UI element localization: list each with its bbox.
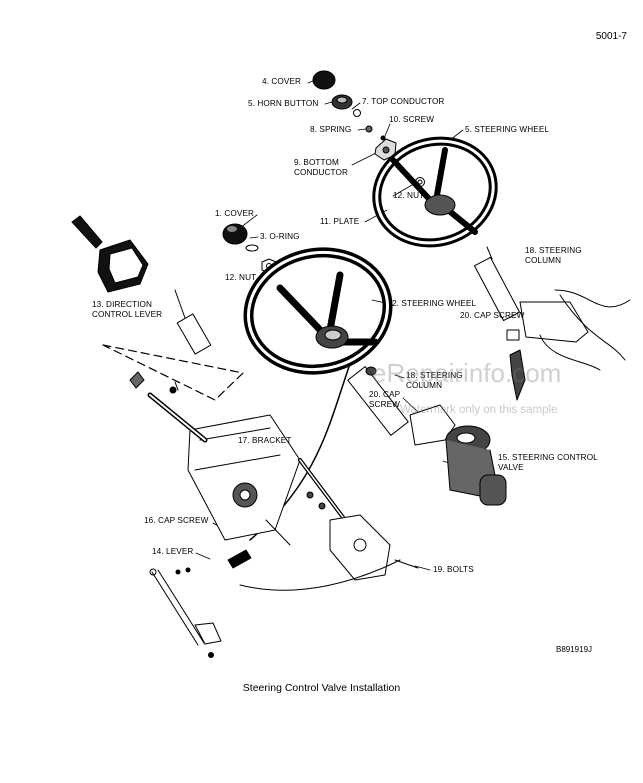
lower-arc-line xyxy=(239,559,401,591)
callout-cap-screw-20-center: 20. CAP SCREW xyxy=(369,390,401,409)
figure-code: B891919J xyxy=(556,645,593,654)
callout-cap-screw-16: 16. CAP SCREW xyxy=(144,516,209,525)
callout-steering-column-18-center: 18. STEERING COLUMN xyxy=(406,371,463,390)
figure-caption: Steering Control Valve Installation xyxy=(242,682,401,694)
callout-screw-10: 10. SCREW xyxy=(389,115,435,124)
callout-steering-wheel-5: 5. STEERING WHEEL xyxy=(465,125,550,134)
steering-wheel-lower xyxy=(243,247,393,375)
callout-plate-11: 11. PLATE xyxy=(320,217,360,226)
callout-spring-8: 8. SPRING xyxy=(310,125,352,134)
dashed-linkage-outline xyxy=(102,344,244,401)
callout-top-conductor-7: 7. TOP CONDUCTOR xyxy=(362,97,445,106)
callout-lever-14: 14. LEVER xyxy=(152,547,194,556)
callout-bracket-17: 17. BRACKET xyxy=(238,436,292,445)
top-conductor-part xyxy=(353,109,386,141)
callout-direction-control-lever-13: 13. DIRECTION CONTROL LEVER xyxy=(92,300,163,319)
watermark-site: eRepairinfo.com xyxy=(372,358,562,388)
callout-horn-button-5: 5. HORN BUTTON xyxy=(248,99,319,108)
cover-part-4 xyxy=(312,70,336,90)
lever-part xyxy=(149,549,252,658)
direction-control-lever-part xyxy=(71,215,212,355)
callout-steering-wheel-2: 2. STEERING WHEEL xyxy=(392,299,477,308)
callout-steering-control-valve-15: 15. STEERING CONTROL VALVE xyxy=(498,453,598,472)
horn-button-part xyxy=(331,94,353,110)
callout-cap-screw-20-right: 20. CAP SCREW xyxy=(460,311,525,320)
page-number: 5001-7 xyxy=(595,31,627,42)
watermark-note: Watermark only on this sample xyxy=(400,404,558,416)
callout-nut-12-upper: 12. NUT xyxy=(393,191,425,200)
callout-nut-12-lower: 12. NUT xyxy=(225,273,257,282)
callout-o-ring-3: 3. O-RING xyxy=(260,232,300,241)
steering-column-right xyxy=(473,246,631,401)
bracket-part xyxy=(129,371,419,581)
o-ring-part xyxy=(245,244,259,252)
steering-column-center xyxy=(347,366,456,446)
callout-cover-4: 4. COVER xyxy=(262,77,302,86)
callout-bottom-conductor-9: 9. BOTTOM CONDUCTOR xyxy=(294,158,348,177)
cover-part-1 xyxy=(222,223,248,245)
callout-steering-column-18-right: 18. STEERING COLUMN xyxy=(525,246,582,265)
steering-wheel-upper xyxy=(372,136,498,248)
callout-bolts-19: 19. BOLTS xyxy=(433,565,474,574)
steering-control-valve-part xyxy=(445,425,507,506)
callout-cover-1: 1. COVER xyxy=(215,209,255,218)
